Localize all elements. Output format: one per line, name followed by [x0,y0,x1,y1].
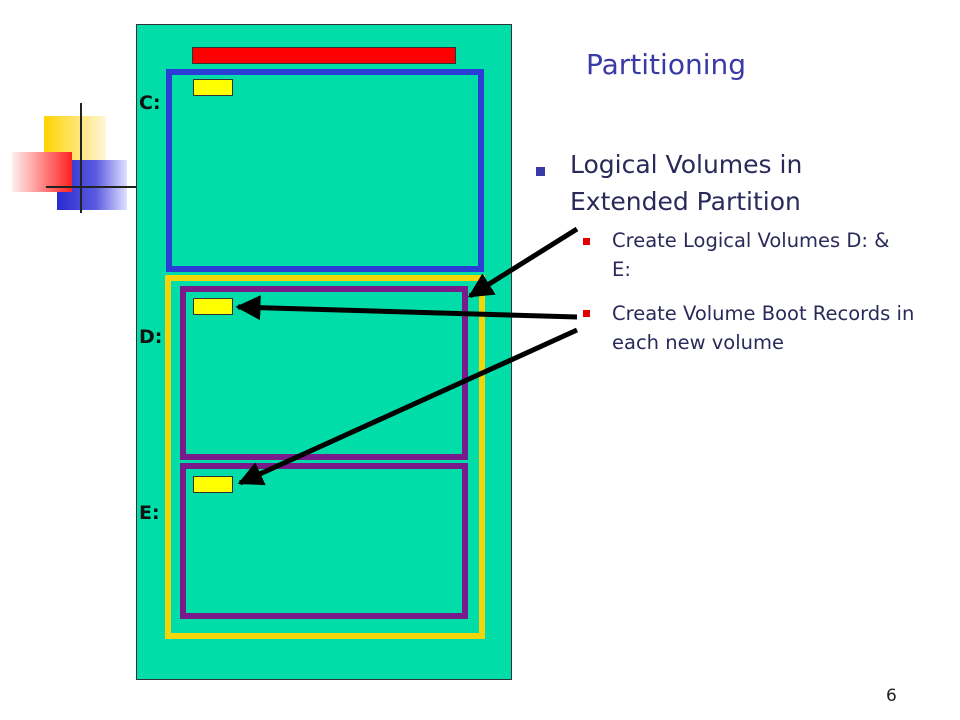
logo-horizontal-line [46,186,138,188]
bullet-level1-text: Logical Volumes in Extended Partition [570,150,803,216]
arrow-to-boot-record-e [237,327,579,486]
drive-label-e: E: [139,502,160,524]
logical-volume-e [180,463,468,619]
page-number: 6 [886,686,897,706]
logical-volume-d [180,286,468,460]
bullet-level2-text: Create Logical Volumes D: & E: [612,229,890,281]
logo-vertical-line [80,103,82,213]
master-boot-record-bar [192,47,456,64]
bullet-marker-level1 [536,167,545,176]
primary-partition-c [166,69,484,272]
drive-label-d: D: [139,326,163,348]
bullet-level2-text: Create Volume Boot Records in each new v… [612,302,915,354]
boot-record-d [193,298,233,315]
bullet-marker-level2 [583,310,590,317]
bullet-marker-level2 [583,238,590,245]
boot-record-c [193,79,233,96]
extended-partition [165,275,485,639]
arrow-to-volume-d-frame [467,226,579,299]
slide-title: Partitioning [586,48,746,81]
disk-diagram [136,24,512,680]
drive-label-c: C: [139,92,161,114]
arrow-to-boot-record-d [235,295,578,321]
boot-record-e [193,476,233,493]
logo-red-square [12,152,72,192]
